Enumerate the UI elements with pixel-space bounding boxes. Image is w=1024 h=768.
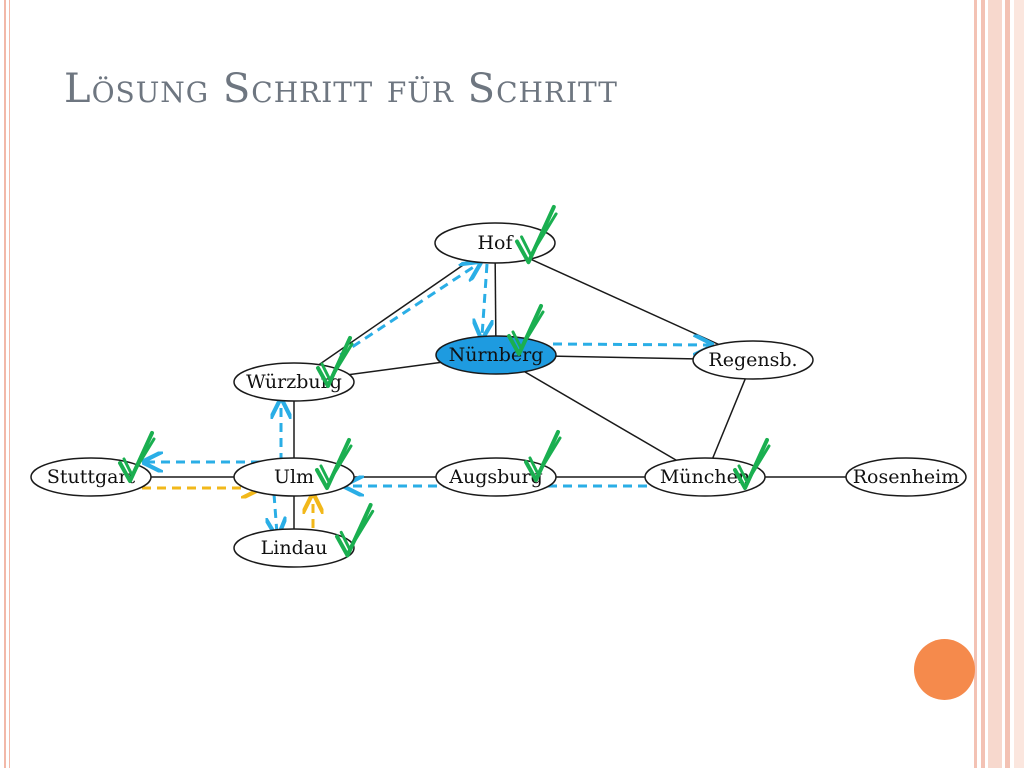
blue-arrow-wuerzburg-hof (339, 264, 478, 357)
blue-arrow-ulm-lindau (274, 493, 277, 534)
node-label: Lindau (261, 537, 328, 559)
node-muenchen: München (644, 457, 766, 497)
border-stripe (1014, 0, 1024, 768)
node-ellipse (644, 457, 766, 497)
node-regensb: Regensb. (692, 340, 814, 380)
check-icon (515, 205, 556, 265)
node-ellipse (845, 457, 967, 497)
node-ellipse (233, 528, 355, 568)
node-rosenheim: Rosenheim (845, 457, 967, 497)
check-icon (319, 444, 353, 484)
node-wuerzburg: Würzburg (233, 362, 355, 402)
check-icon (335, 503, 373, 558)
blue-arrow-nuernberg-regensb (552, 344, 710, 345)
check-icon (737, 444, 771, 484)
accent-circle (914, 639, 975, 700)
blue-arrow-hof-nuernberg (482, 263, 487, 336)
node-label: Würzburg (246, 371, 342, 393)
edge-nuernberg-muenchen (495, 354, 706, 478)
border-stripe (9, 0, 10, 768)
check-icon (733, 438, 769, 490)
node-lindau: Lindau (233, 528, 355, 568)
border-stripe (974, 0, 977, 768)
check-icon (339, 509, 375, 551)
node-label: München (660, 466, 750, 488)
slide-left-border (0, 0, 14, 768)
check-icon (320, 342, 354, 382)
check-marks (118, 205, 771, 558)
check-icon (520, 212, 558, 257)
node-label: Stuttgart (47, 466, 136, 488)
node-label: Augsburg (448, 466, 543, 488)
graph-edges (91, 242, 906, 548)
check-icon (315, 438, 351, 490)
check-icon (316, 336, 352, 388)
node-ellipse (233, 362, 355, 402)
slide-title: Lösung Schritt für Schritt (64, 66, 618, 112)
check-icon (507, 304, 543, 356)
node-ellipse (435, 335, 557, 375)
border-stripe (1005, 0, 1010, 768)
traversal-arrows (142, 264, 710, 534)
node-nuernberg: Nürnberg (435, 335, 557, 375)
check-icon (122, 437, 156, 477)
node-label: Hof (477, 232, 514, 254)
border-stripe (988, 0, 1002, 768)
check-icon (528, 436, 562, 476)
check-icon (511, 310, 545, 350)
node-ellipse (435, 457, 557, 497)
slide-right-border (974, 0, 1024, 768)
node-ellipse (692, 340, 814, 380)
node-label: Ulm (274, 466, 314, 488)
check-icon (118, 431, 154, 483)
node-augsburg: Augsburg (435, 457, 557, 497)
border-stripe (981, 0, 985, 768)
node-label: Regensb. (708, 349, 797, 371)
node-label: Rosenheim (853, 466, 960, 488)
border-stripe (4, 0, 6, 768)
check-icon (524, 430, 560, 482)
node-label: Nürnberg (449, 344, 544, 366)
